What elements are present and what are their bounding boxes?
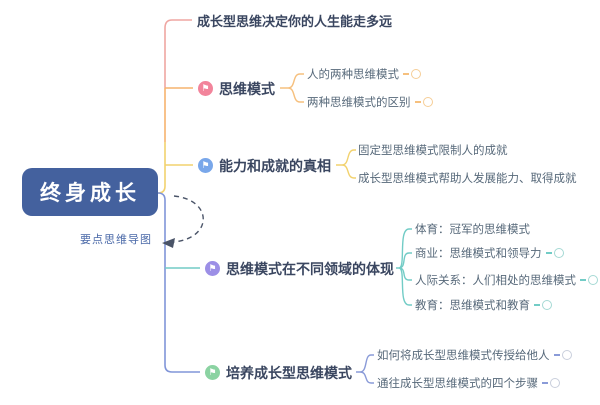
child-node[interactable]: 商业：思维模式和领导力: [415, 245, 564, 261]
collapse-badge[interactable]: [422, 97, 433, 107]
flag-icon: ⚑: [198, 81, 213, 96]
branch-label: 思维模式在不同领域的体现: [226, 260, 394, 277]
child-label: 人际关系：人们相处的思维模式: [415, 275, 576, 287]
collapse-badge[interactable]: [411, 69, 421, 79]
bracket-branch-4: [396, 228, 412, 306]
root-node[interactable]: 终身成长: [22, 168, 158, 216]
child-label: 人的两种思维模式: [307, 69, 399, 81]
collapse-badge[interactable]: [553, 248, 564, 258]
branch-node-3[interactable]: ⚑ 能力和成就的真相: [198, 157, 331, 174]
child-label: 商业：思维模式和领导力: [415, 248, 542, 260]
child-node[interactable]: 如何将成长型思维模式传授给他人: [377, 347, 572, 363]
badge-connector: [414, 101, 421, 103]
branch-line-2: [164, 87, 193, 142]
child-node[interactable]: 体育：冠军的思维模式: [415, 221, 530, 237]
child-node[interactable]: 人际关系：人们相处的思维模式: [415, 272, 598, 288]
flag-icon: ⚑: [205, 261, 220, 276]
badge-connector: [553, 354, 560, 356]
badge-connector: [542, 382, 548, 384]
collapse-badge[interactable]: [588, 275, 598, 285]
collapse-badge[interactable]: [550, 378, 560, 388]
bracket-branch-3: [336, 149, 356, 179]
root-label: 终身成长: [40, 182, 140, 205]
child-label: 体育：冠军的思维模式: [415, 224, 530, 236]
annotation-arrowhead: [162, 238, 175, 248]
collapse-badge[interactable]: [561, 350, 572, 360]
child-label: 成长型思维模式帮助人发展能力、取得成就: [358, 173, 577, 185]
collapse-badge[interactable]: [542, 300, 552, 310]
branch-node-1[interactable]: 成长型思维决定你的人生能走多远: [197, 12, 392, 29]
branch-line-3: [157, 142, 193, 194]
annotation-arrow-curve: [173, 195, 204, 243]
child-node[interactable]: 人的两种思维模式: [307, 66, 421, 82]
child-label: 两种思维模式的区别: [307, 97, 411, 109]
bracket-branch-5: [356, 354, 374, 384]
child-label: 固定型思维模式限制人的成就: [358, 145, 508, 157]
child-node[interactable]: 固定型思维模式限制人的成就: [358, 142, 508, 158]
branch-label: 能力和成就的真相: [219, 157, 331, 174]
child-node[interactable]: 通往成长型思维模式的四个步骤: [377, 375, 560, 391]
branch-node-4[interactable]: ⚑ 思维模式在不同领域的体现: [205, 260, 394, 277]
flag-icon: ⚑: [205, 365, 220, 380]
branch-line-1: [164, 19, 192, 88]
badge-connector: [580, 279, 586, 281]
branch-label: 成长型思维决定你的人生能走多远: [197, 14, 393, 29]
branch-label: 培养成长型思维模式: [226, 364, 352, 381]
child-node[interactable]: 教育：思维模式和教育: [415, 297, 552, 313]
bracket-branch-2: [280, 73, 304, 103]
child-label: 通往成长型思维模式的四个步骤: [377, 378, 538, 390]
badge-connector: [534, 304, 540, 306]
child-label: 如何将成长型思维模式传授给他人: [377, 350, 550, 362]
badge-connector: [545, 252, 552, 254]
branch-label: 思维模式: [219, 80, 275, 97]
branch-line-5: [157, 192, 200, 373]
child-node[interactable]: 两种思维模式的区别: [307, 94, 433, 110]
branch-node-2[interactable]: ⚑ 思维模式: [198, 80, 275, 97]
badge-connector: [403, 73, 409, 75]
branch-node-5[interactable]: ⚑ 培养成长型思维模式: [205, 364, 352, 381]
flag-icon: ⚑: [198, 158, 213, 173]
child-node[interactable]: 成长型思维模式帮助人发展能力、取得成就: [358, 170, 577, 186]
child-label: 教育：思维模式和教育: [415, 300, 530, 312]
root-subtitle: 要点思维导图: [80, 234, 152, 246]
